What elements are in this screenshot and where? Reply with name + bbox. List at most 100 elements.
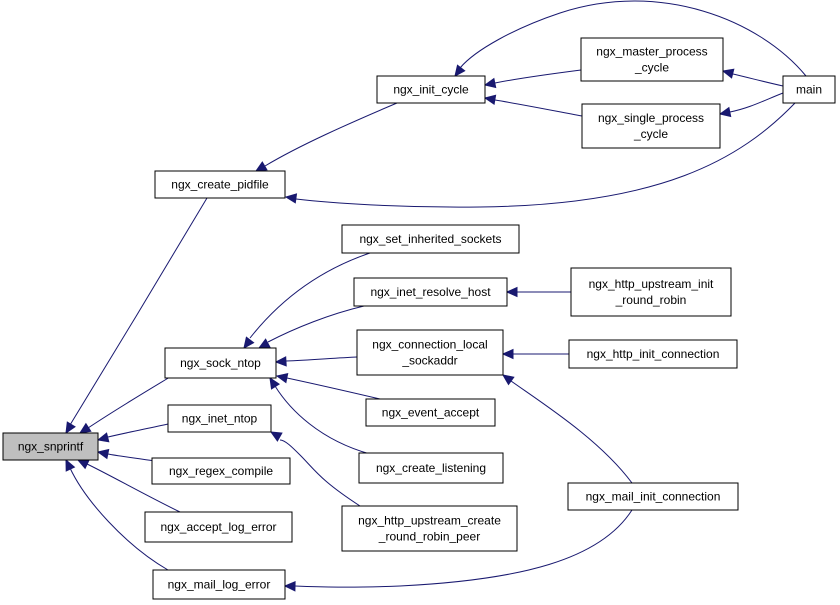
edge-ngx_create_pidfile-to-ngx_snprintf	[65, 197, 208, 435]
node-ngx_single_process_cycle[interactable]: ngx_single_process _cycle	[581, 103, 721, 149]
edge-ngx_inet_ntop-to-ngx_snprintf	[96, 423, 169, 443]
edge-ngx_http_init_connection-to-ngx_connection_local_sockaddr	[501, 348, 570, 360]
edge-arrowhead	[502, 374, 515, 386]
edge-ngx_init_cycle-to-ngx_create_pidfile	[254, 102, 398, 172]
node-ngx_connection_local_sockaddr[interactable]: ngx_connection_local _sockaddr	[356, 329, 504, 376]
edge-line	[264, 102, 398, 167]
node-box[interactable]	[365, 398, 496, 427]
node-ngx_create_pidfile[interactable]: ngx_create_pidfile	[154, 170, 286, 199]
node-ngx_mail_log_error[interactable]: ngx_mail_log_error	[152, 569, 286, 600]
node-label: ngx_init_cycle	[393, 83, 469, 97]
node-label: ngx_connection_local	[372, 338, 487, 352]
node-label: ngx_event_accept	[382, 406, 480, 420]
node-label: ngx_regex_compile	[169, 464, 273, 478]
edge-arrowhead	[483, 77, 497, 89]
edge-line	[732, 73, 784, 87]
node-box[interactable]	[2, 432, 99, 461]
node-box[interactable]	[353, 277, 508, 307]
edge-ngx_master_process_cycle-to-ngx_init_cycle	[483, 69, 582, 89]
node-ngx_inet_ntop[interactable]: ngx_inet_ntop	[167, 404, 272, 433]
node-label: _round_robin	[615, 293, 687, 307]
edge-ngx_sock_ntop-to-ngx_snprintf	[78, 376, 171, 434]
node-box[interactable]	[580, 37, 724, 82]
edge-line	[274, 385, 371, 455]
edge-line	[87, 376, 171, 429]
node-box[interactable]	[164, 347, 277, 379]
node-box[interactable]	[151, 457, 291, 485]
node-box[interactable]	[167, 404, 272, 433]
node-label: ngx_mail_log_error	[168, 578, 271, 592]
node-box[interactable]	[358, 452, 504, 484]
edge-line	[279, 439, 361, 507]
edge-ngx_inet_resolve_host-to-ngx_sock_ntop	[257, 305, 365, 349]
edge-line	[295, 102, 796, 208]
node-label: main	[796, 83, 822, 97]
edge-line	[107, 453, 156, 462]
edge-ngx_http_upstream_create_round_robin_peer-to-ngx_inet_ntop	[269, 431, 361, 507]
edge-arrowhead	[283, 581, 296, 592]
edge-arrowhead	[269, 431, 283, 442]
edge-arrowhead	[501, 348, 514, 360]
node-label: ngx_http_init_connection	[587, 347, 720, 361]
node-label: ngx_set_inherited_sockets	[359, 232, 501, 246]
node-ngx_sock_ntop[interactable]: ngx_sock_ntop	[164, 347, 277, 379]
node-ngx_mail_init_connection[interactable]: ngx_mail_init_connection	[567, 482, 739, 511]
node-ngx_init_cycle[interactable]: ngx_init_cycle	[376, 75, 486, 104]
node-label: ngx_mail_init_connection	[586, 490, 721, 504]
edge-line	[285, 356, 358, 362]
node-ngx_regex_compile[interactable]: ngx_regex_compile	[151, 457, 291, 485]
edge-ngx_single_process_cycle-to-ngx_init_cycle	[483, 94, 583, 117]
node-box[interactable]	[356, 329, 504, 376]
edge-arrowhead	[284, 193, 298, 204]
edge-line	[494, 69, 582, 84]
edge-main-to-ngx_single_process_cycle	[718, 92, 784, 118]
node-ngx_http_init_connection[interactable]: ngx_http_init_connection	[568, 339, 738, 369]
edge-ngx_http_upstream_init_round_robin-to-ngx_inet_resolve_host	[505, 286, 571, 298]
node-ngx_event_accept[interactable]: ngx_event_accept	[365, 398, 496, 427]
edge-arrowhead	[274, 356, 287, 367]
node-label: ngx_sock_ntop	[180, 356, 261, 370]
node-ngx_create_listening[interactable]: ngx_create_listening	[358, 452, 504, 484]
node-ngx_inet_resolve_host[interactable]: ngx_inet_resolve_host	[353, 277, 508, 307]
node-box[interactable]	[152, 569, 286, 600]
edge-ngx_regex_compile-to-ngx_snprintf	[96, 448, 156, 462]
edge-arrowhead	[257, 338, 271, 349]
node-box[interactable]	[376, 75, 486, 104]
node-ngx_http_upstream_init_round_robin[interactable]: ngx_http_upstream_init_round_robin	[570, 267, 732, 317]
node-box[interactable]	[154, 170, 286, 199]
node-box[interactable]	[567, 482, 739, 511]
node-box[interactable]	[570, 267, 732, 317]
edge-ngx_event_accept-to-ngx_sock_ntop	[275, 373, 381, 400]
node-main[interactable]: main	[782, 75, 836, 104]
edge-arrowhead	[243, 336, 255, 349]
edge-arrowhead	[65, 458, 76, 472]
node-label: ngx_master_process	[596, 45, 707, 59]
node-box[interactable]	[144, 511, 293, 543]
edge-line	[459, 0, 807, 77]
edge-line	[69, 467, 169, 571]
node-box[interactable]	[341, 505, 518, 552]
node-ngx_master_process_cycle[interactable]: ngx_master_process_cycle	[580, 37, 724, 82]
node-label: ngx_http_upstream_create	[358, 514, 501, 528]
edge-line	[69, 197, 208, 426]
edge-arrowhead	[254, 161, 268, 172]
edge-arrowhead	[721, 68, 735, 79]
edge-arrowhead	[96, 432, 110, 443]
node-ngx_set_inherited_sockets[interactable]: ngx_set_inherited_sockets	[341, 224, 520, 254]
node-box[interactable]	[581, 103, 721, 149]
node-ngx_http_upstream_create_round_robin_peer[interactable]: ngx_http_upstream_create_round_robin_pee…	[341, 505, 518, 552]
node-box[interactable]	[568, 339, 738, 369]
edge-arrowhead	[65, 421, 76, 435]
node-ngx_snprintf[interactable]: ngx_snprintf	[2, 432, 99, 461]
node-ngx_accept_log_error[interactable]: ngx_accept_log_error	[144, 511, 293, 543]
node-label: ngx_single_process	[598, 111, 704, 125]
edge-line	[494, 99, 583, 117]
edge-arrowhead	[454, 64, 466, 77]
edge-arrowhead	[78, 422, 92, 434]
node-box[interactable]	[341, 224, 520, 254]
node-box[interactable]	[782, 75, 836, 104]
node-label: _cycle	[633, 127, 668, 141]
edge-main-to-ngx_master_process_cycle	[721, 68, 784, 87]
node-label: _sockaddr	[401, 354, 457, 368]
